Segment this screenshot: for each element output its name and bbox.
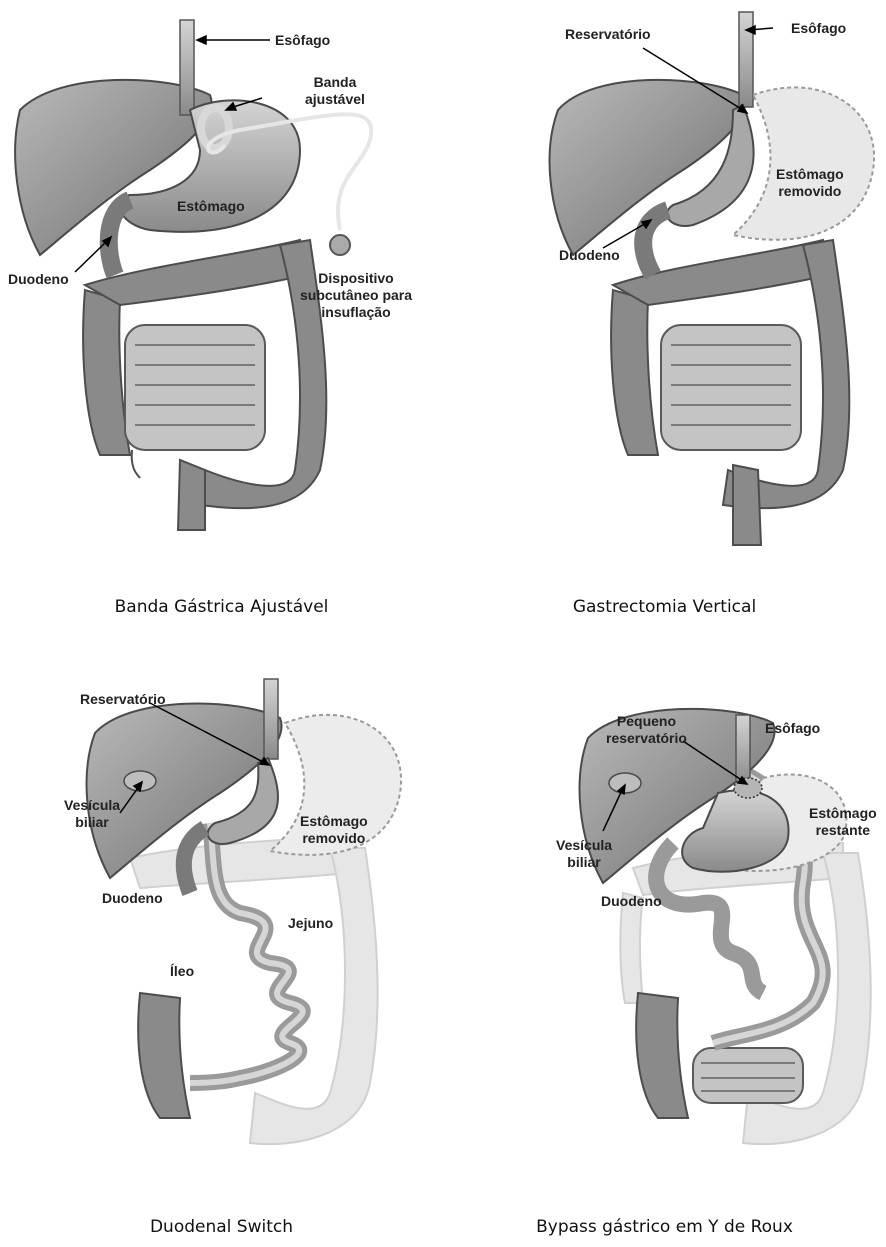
label-stomach: Estômago: [177, 198, 245, 215]
label-esophagus: Esôfago: [765, 720, 820, 737]
label-small-reservoir: Pequeno reservatório: [606, 713, 687, 747]
esophagus: [736, 715, 750, 785]
label-duodenum: Duodeno: [102, 890, 163, 907]
panel-adjustable-gastric-band: Esôfago Banda ajustável Estômago Duodeno…: [0, 0, 443, 623]
label-removed-stomach: Estômago removido: [776, 166, 844, 200]
large-intestine-dark: [138, 993, 190, 1118]
subcutaneous-port: [330, 235, 350, 255]
label-duodenum: Duodeno: [559, 247, 620, 264]
label-remaining-stomach: Estômago restante: [809, 805, 877, 839]
duodenum: [109, 200, 130, 275]
large-intestine-dark: [636, 993, 688, 1118]
label-esophagus: Esôfago: [791, 20, 846, 37]
label-duodenum: Duodeno: [601, 893, 662, 910]
small-intestine-coils: [693, 1048, 803, 1103]
label-reservoir: Reservatório: [565, 26, 651, 43]
small-intestine: [125, 325, 265, 450]
duodenum: [643, 210, 668, 275]
caption-roux-en-y-bypass: Bypass gástrico em Y de Roux: [443, 1217, 886, 1237]
esophagus: [180, 20, 194, 115]
removed-stomach: [733, 87, 874, 239]
label-adjustable-band: Banda ajustável: [305, 74, 365, 108]
label-subcutaneous-device: Dispositivo subcutâneo para insuflação: [300, 270, 412, 321]
label-reservoir: Reservatório: [80, 691, 166, 708]
panel-sleeve-gastrectomy: Esôfago Reservatório Estômago removido D…: [443, 0, 886, 623]
caption-adjustable-gastric-band: Banda Gástrica Ajustável: [0, 597, 443, 617]
anatomy-illustration-duodenal-switch: [0, 623, 443, 1247]
label-jejunum: Jejuno: [288, 915, 333, 932]
esophagus: [264, 679, 278, 759]
panel-duodenal-switch: Reservatório Vesícula biliar Estômago re…: [0, 623, 443, 1246]
caption-sleeve-gastrectomy: Gastrectomia Vertical: [443, 597, 886, 617]
label-removed-stomach: Estômago removido: [300, 813, 368, 847]
panel-roux-en-y-bypass: Pequeno reservatório Esôfago Estômago re…: [443, 623, 886, 1246]
label-duodenum: Duodeno: [8, 271, 69, 288]
small-pouch: [734, 778, 762, 798]
small-intestine: [661, 325, 801, 450]
anatomy-illustration-sleeve: [443, 0, 886, 623]
label-esophagus: Esôfago: [275, 32, 330, 49]
label-gallbladder: Vesícula biliar: [556, 837, 612, 871]
label-ileum: Íleo: [170, 963, 194, 980]
label-gallbladder: Vesícula biliar: [64, 797, 120, 831]
caption-duodenal-switch: Duodenal Switch: [0, 1217, 443, 1237]
esophagus: [739, 12, 753, 107]
